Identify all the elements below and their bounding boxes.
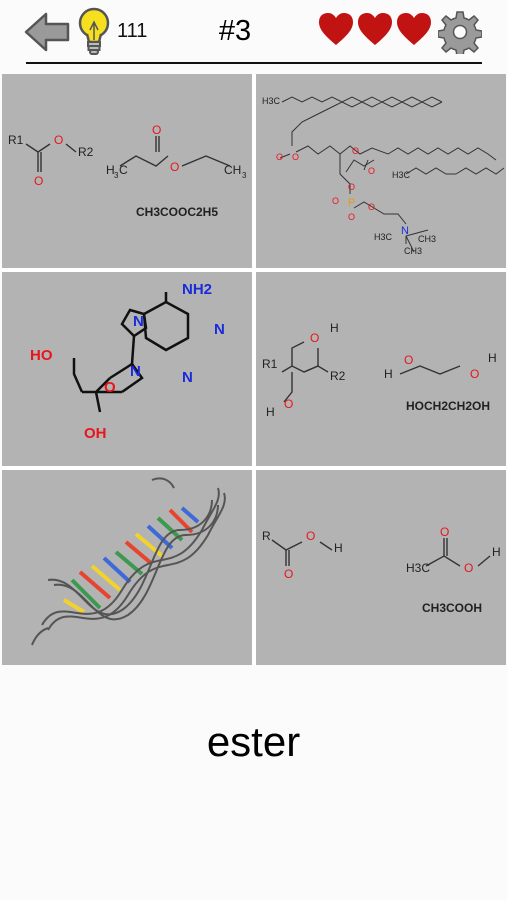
answer-grid: R1 O R2 O O O H 3 C CH 3 CH3COOC2H5	[2, 74, 506, 665]
tile-ester-structure[interactable]: R1 O R2 O O O H 3 C CH 3 CH3COOC2H5	[2, 74, 252, 268]
label-subscript: 3	[114, 171, 119, 180]
heart-icon	[358, 13, 392, 45]
label-o: O	[368, 202, 375, 212]
label-r: R	[262, 529, 271, 543]
level-number: #3	[218, 15, 252, 47]
lightbulb-icon	[78, 7, 110, 55]
label-o: O	[284, 567, 293, 581]
label-h: H	[106, 163, 115, 177]
label-h: H	[266, 405, 275, 419]
label-o: O	[310, 331, 319, 345]
heart-icon	[319, 13, 353, 45]
label-ch: CH	[224, 163, 241, 177]
label-h: H	[384, 367, 393, 381]
formula-label: HOCH2CH2OH	[406, 399, 490, 413]
heart-icon	[397, 13, 431, 45]
label-h3c: H3C	[374, 232, 393, 242]
hint-button[interactable]	[76, 6, 112, 58]
back-button[interactable]	[22, 8, 74, 56]
label-ch3: CH3	[418, 234, 436, 244]
settings-button[interactable]	[437, 10, 483, 57]
label-n: N	[130, 363, 141, 380]
dna-helix-image	[31, 477, 226, 646]
label-r1: R1	[262, 357, 278, 371]
tile-dna[interactable]	[2, 470, 252, 665]
label-o: O	[404, 353, 413, 367]
label-n: N	[214, 321, 225, 338]
label-h: H	[488, 351, 497, 365]
label-r2: R2	[78, 145, 94, 159]
label-h: H	[492, 545, 501, 559]
label-o: O	[352, 146, 359, 156]
label-o: O	[306, 529, 315, 543]
label-n: N	[182, 369, 193, 386]
ester-structure-image: R1 O R2 O O O H 3 C CH 3 CH3COOC2H5	[8, 123, 247, 219]
label-o: O	[332, 196, 339, 206]
label-o: O	[152, 123, 161, 137]
carboxylic-acid-structure-image: R O H O O H3C O H CH3COOH	[262, 525, 501, 615]
tile-diol[interactable]: O H R1 R2 H O H O O H HOCH2CH2OH	[256, 272, 506, 466]
label-h3c: H3C	[406, 561, 430, 575]
label-oh: OH	[84, 425, 107, 442]
label-o: O	[170, 160, 179, 174]
lives	[318, 12, 432, 52]
label-h: H	[334, 541, 343, 555]
label-o: O	[54, 133, 63, 147]
label-ch3: CH3	[404, 246, 422, 256]
tile-deoxyadenosine[interactable]: NH2 N N N N HO O OH	[2, 272, 252, 466]
label-subscript: 3	[242, 171, 247, 180]
back-arrow-icon	[24, 12, 70, 52]
label-o: O	[464, 561, 473, 575]
label-n: N	[401, 225, 409, 237]
label-o: O	[276, 152, 283, 162]
phospholipid-structure-image: H3C O O O O O P O O O H3C H3C N CH3 CH3	[262, 96, 505, 256]
label-c: C	[119, 163, 128, 177]
label-p: P	[348, 197, 355, 209]
label-o: O	[440, 525, 449, 539]
label-h3c: H3C	[392, 170, 411, 180]
label-h3c: H3C	[262, 96, 281, 106]
label-r1: R1	[8, 133, 24, 147]
label-n: N	[133, 313, 144, 330]
label-o: O	[368, 166, 375, 176]
formula-label: CH3COOC2H5	[136, 205, 218, 219]
formula-label: CH3COOH	[422, 601, 482, 615]
label-o: O	[34, 174, 43, 188]
header-divider	[26, 62, 482, 64]
label-o: O	[284, 397, 293, 411]
label-ho: HO	[30, 347, 53, 364]
tile-phospholipid[interactable]: H3C O O O O O P O O O H3C H3C N CH3 CH3	[256, 74, 506, 268]
label-o: O	[292, 152, 299, 162]
label-r2: R2	[330, 369, 346, 383]
answer-word: ester	[206, 718, 301, 765]
tile-carboxylic-acid[interactable]: R O H O O H3C O H CH3COOH	[256, 470, 506, 665]
top-bar: 111 #3	[0, 0, 507, 62]
label-o: O	[470, 367, 479, 381]
diol-structure-image: O H R1 R2 H O H O O H HOCH2CH2OH	[262, 321, 497, 419]
deoxyadenosine-structure-image: NH2 N N N N HO O OH	[30, 281, 225, 442]
gear-icon	[437, 11, 483, 57]
label-o: O	[348, 182, 355, 192]
label-h: H	[330, 321, 339, 335]
label-o: O	[348, 212, 355, 222]
label-o: O	[104, 379, 116, 396]
hint-count: 111	[117, 20, 148, 42]
label-nh2: NH2	[182, 281, 212, 298]
